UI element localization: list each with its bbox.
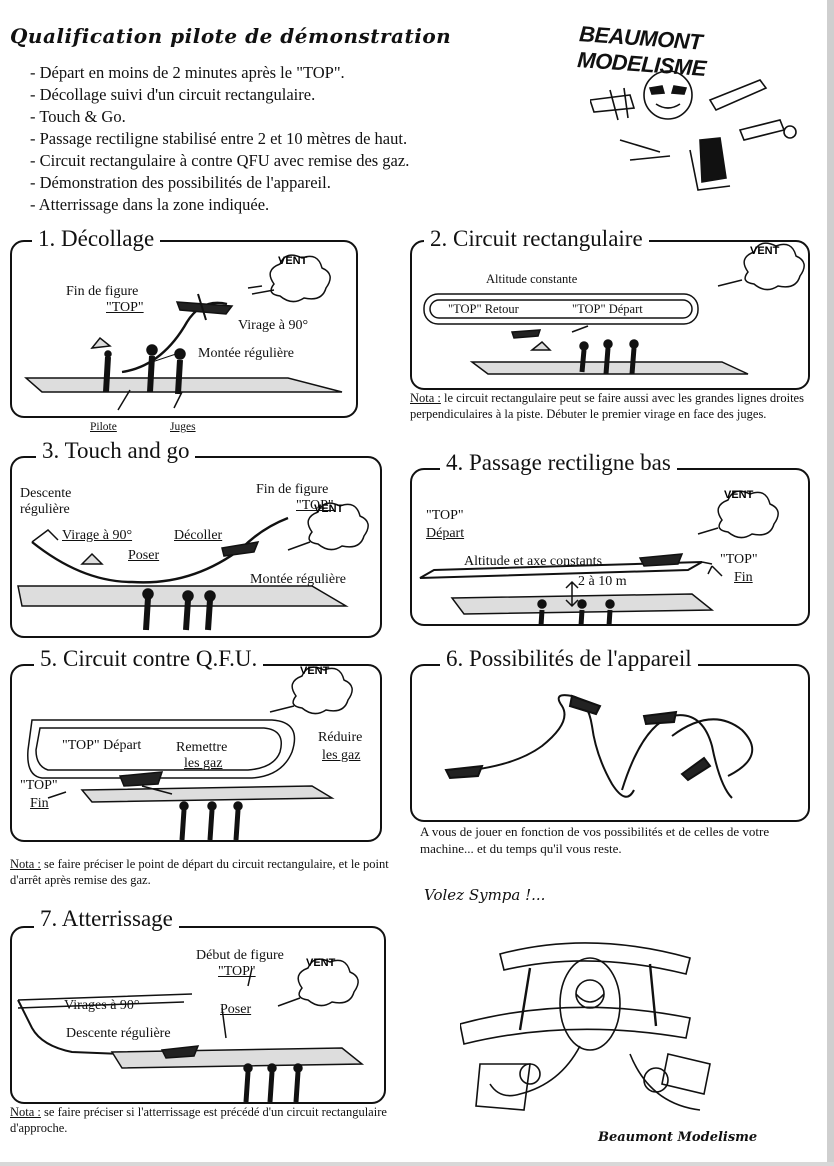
label-throttle: les gaz bbox=[184, 756, 223, 771]
label-end-of-figure: Fin de figure bbox=[256, 482, 329, 497]
club-logo-illustration bbox=[590, 70, 797, 191]
label-pilot: Pilote bbox=[90, 421, 117, 433]
label-start-of-figure: Début de figure bbox=[196, 948, 284, 963]
label-touch-down: Poser bbox=[220, 1002, 252, 1017]
rule-item: - Atterrissage dans la zone indiquée. bbox=[30, 195, 270, 214]
label-top-return: "TOP" Retour bbox=[448, 302, 519, 316]
note-label: Nota : bbox=[10, 857, 41, 871]
section-1-panel: VENT Fin de figure "TOP" Virage à 90° Mo… bbox=[10, 240, 358, 418]
label-top-departure: "TOP" Départ bbox=[62, 738, 142, 753]
section-3-panel: VENT Descente régulière Virage à 90° Pos… bbox=[10, 456, 382, 638]
label-top-end: "TOP" bbox=[720, 552, 758, 567]
wind-label: VENT bbox=[300, 666, 330, 677]
section-6-caption: A vous de jouer en fonction de vos possi… bbox=[420, 824, 770, 856]
rules-list: - Départ en moins de 2 minutes après le … bbox=[30, 62, 409, 216]
wind-label: VENT bbox=[278, 255, 308, 267]
label-touch-down: Poser bbox=[128, 548, 160, 563]
note-label: Nota : bbox=[410, 391, 441, 405]
label-end-of-figure: Fin de figure bbox=[66, 284, 139, 299]
label-turn-90: Virage à 90° bbox=[62, 528, 133, 543]
section-2-panel: VENT Altitude constante "TOP" Retour "TO… bbox=[410, 240, 810, 390]
label-height: 2 à 10 m bbox=[578, 574, 627, 589]
takeoff-diagram: VENT bbox=[24, 254, 343, 411]
landing-diagram: VENT bbox=[17, 957, 365, 1102]
touch-and-go-diagram: VENT bbox=[17, 502, 369, 631]
note-text: se faire préciser si l'atterrissage est … bbox=[10, 1105, 387, 1135]
label-take-off: Décoller bbox=[174, 528, 223, 543]
section-7-panel: VENT Début de figure "TOP" Virages à 90°… bbox=[10, 926, 386, 1104]
section-2-note: Nota : le circuit rectangulaire peut se … bbox=[410, 390, 804, 422]
section-4-title: 4. Passage rectiligne bas bbox=[440, 450, 677, 476]
wind-label: VENT bbox=[314, 503, 344, 515]
rule-item: - Touch & Go. bbox=[30, 107, 126, 126]
reverse-circuit-diagram: VENT bbox=[27, 666, 353, 840]
label-top: "TOP" bbox=[106, 300, 144, 315]
section-6-panel bbox=[410, 664, 810, 822]
rectangular-circuit-diagram: VENT bbox=[423, 242, 805, 375]
label-end: Fin bbox=[734, 570, 753, 585]
rule-item: - Démonstration des possibilités de l'ap… bbox=[30, 173, 331, 192]
section-2-title: 2. Circuit rectangulaire bbox=[424, 226, 649, 252]
section-1-title: 1. Décollage bbox=[32, 226, 161, 252]
label-steady: régulière bbox=[20, 502, 70, 517]
biplane-illustration bbox=[460, 942, 711, 1111]
wind-label: VENT bbox=[750, 245, 780, 257]
label-top: "TOP" bbox=[426, 508, 464, 523]
rule-item: - Passage rectiligne stabilisé entre 2 e… bbox=[30, 129, 408, 148]
section-7-note: Nota : se faire préciser si l'atterrissa… bbox=[10, 1104, 400, 1136]
label-reduce: Réduire bbox=[318, 730, 363, 745]
motto: Volez Sympa !... bbox=[424, 886, 546, 904]
low-pass-diagram: VENT bbox=[419, 489, 779, 624]
label-descent: Descente bbox=[20, 486, 72, 501]
label-constant-altitude-axis: Altitude et axe constants bbox=[464, 554, 603, 569]
label-steady-climb: Montée régulière bbox=[198, 346, 295, 361]
label-reduce-throttle: les gaz bbox=[322, 748, 361, 763]
label-constant-altitude: Altitude constante bbox=[486, 272, 578, 286]
label-departure: Départ bbox=[426, 526, 465, 541]
section-4-panel: VENT "TOP" Départ Altitude et axe consta… bbox=[410, 468, 810, 626]
section-5-title: 5. Circuit contre Q.F.U. bbox=[34, 646, 264, 672]
page-title: Qualification pilote de démonstration bbox=[10, 24, 452, 48]
label-turn-90: Virage à 90° bbox=[238, 318, 309, 333]
section-3-title: 3. Touch and go bbox=[36, 438, 196, 464]
note-text: le circuit rectangulaire peut se faire a… bbox=[410, 391, 804, 421]
label-steady-climb: Montée régulière bbox=[250, 572, 347, 587]
section-5-panel: VENT "TOP" Départ Remettre les gaz Rédui… bbox=[10, 664, 382, 842]
label-turns-90: Virages à 90° bbox=[64, 998, 140, 1013]
section-7-title: 7. Atterrissage bbox=[34, 906, 179, 932]
section-6-title: 6. Possibilités de l'appareil bbox=[440, 646, 698, 672]
wind-label: VENT bbox=[724, 489, 754, 501]
page-edge-bottom bbox=[0, 1162, 834, 1166]
label-top: "TOP" bbox=[20, 778, 58, 793]
section-5-note: Nota : se faire préciser le point de dép… bbox=[10, 856, 400, 888]
label-top-departure: "TOP" Départ bbox=[572, 302, 643, 316]
signature: Beaumont Modelisme bbox=[598, 1130, 758, 1145]
wind-label: VENT bbox=[306, 957, 336, 969]
rule-item: - Décollage suivi d'un circuit rectangul… bbox=[30, 85, 316, 104]
rule-item: - Circuit rectangulaire à contre QFU ave… bbox=[30, 151, 410, 170]
rule-item: - Départ en moins de 2 minutes après le … bbox=[30, 63, 345, 82]
label-top: "TOP" bbox=[218, 964, 256, 979]
label-judges: Juges bbox=[170, 421, 196, 433]
note-label: Nota : bbox=[10, 1105, 41, 1119]
label-go-around: Remettre bbox=[176, 740, 228, 755]
label-steady-descent: Descente régulière bbox=[66, 1026, 171, 1041]
label-end: Fin bbox=[30, 796, 49, 811]
aerobatics-diagram bbox=[444, 694, 754, 799]
label-top: "TOP" bbox=[296, 498, 334, 513]
page-edge bbox=[827, 0, 834, 1166]
note-text: se faire préciser le point de départ du … bbox=[10, 857, 389, 887]
